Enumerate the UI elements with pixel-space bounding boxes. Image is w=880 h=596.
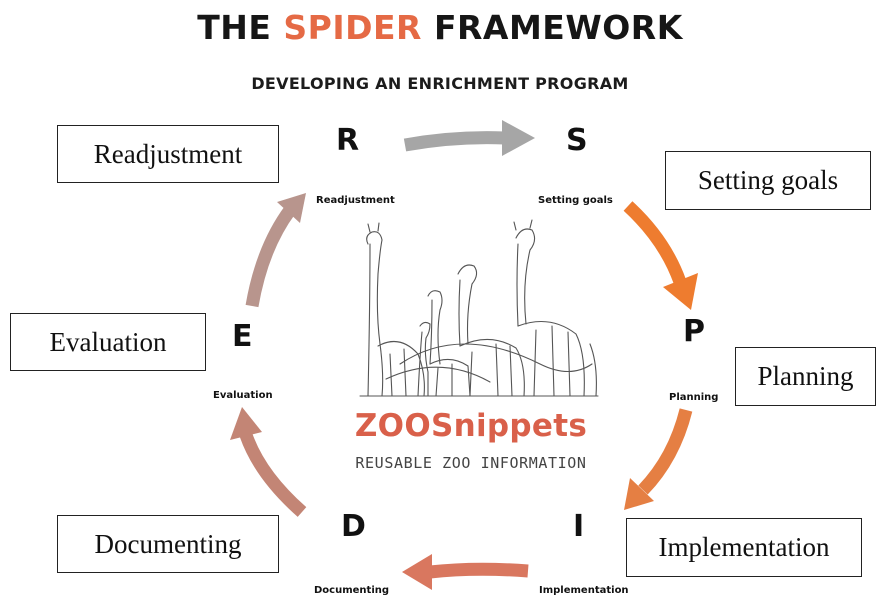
step-label-documenting: Documenting [314, 585, 390, 596]
arrow-r-to-s [403, 120, 535, 156]
zoosnippets-logo-text: ZOOSnippets [354, 408, 588, 444]
box-evaluation: Evaluation [10, 313, 206, 371]
box-readjustment: Readjustment [57, 125, 279, 183]
box-documenting: Documenting [57, 515, 279, 573]
step-label-readjustment: Readjustment [316, 195, 395, 206]
diagram-title: THE SPIDER FRAMEWORK [0, 8, 880, 47]
step-letter-p: P [683, 314, 705, 349]
box-setting-goals: Setting goals [665, 151, 871, 210]
title-accent: SPIDER [283, 8, 422, 47]
arrow-s-to-p [623, 201, 698, 310]
step-label-planning: Planning [669, 392, 719, 403]
arrow-p-to-i [624, 408, 693, 510]
step-label-evaluation: Evaluation [213, 390, 273, 401]
diagram-subtitle: DEVELOPING AN ENRICHMENT PROGRAM [251, 74, 629, 93]
title-suffix: FRAMEWORK [421, 8, 683, 47]
step-letter-r: R [336, 123, 360, 158]
step-letter-e: E [232, 319, 253, 354]
step-letter-i: I [573, 509, 585, 544]
step-letter-s: S [566, 123, 588, 158]
arrow-e-to-r [245, 193, 306, 308]
arrow-d-to-e [230, 407, 307, 517]
box-implementation: Implementation [626, 518, 862, 577]
zoosnippets-tagline: Reusable Zoo Information [355, 454, 587, 472]
step-label-implementation: Implementation [539, 585, 629, 596]
step-letter-d: D [341, 509, 366, 544]
giraffe-line-art-icon [359, 219, 599, 397]
title-prefix: THE [197, 8, 284, 47]
step-label-setting-goals: Setting goals [538, 195, 613, 206]
box-planning: Planning [735, 347, 876, 406]
arrow-i-to-d [402, 554, 529, 590]
